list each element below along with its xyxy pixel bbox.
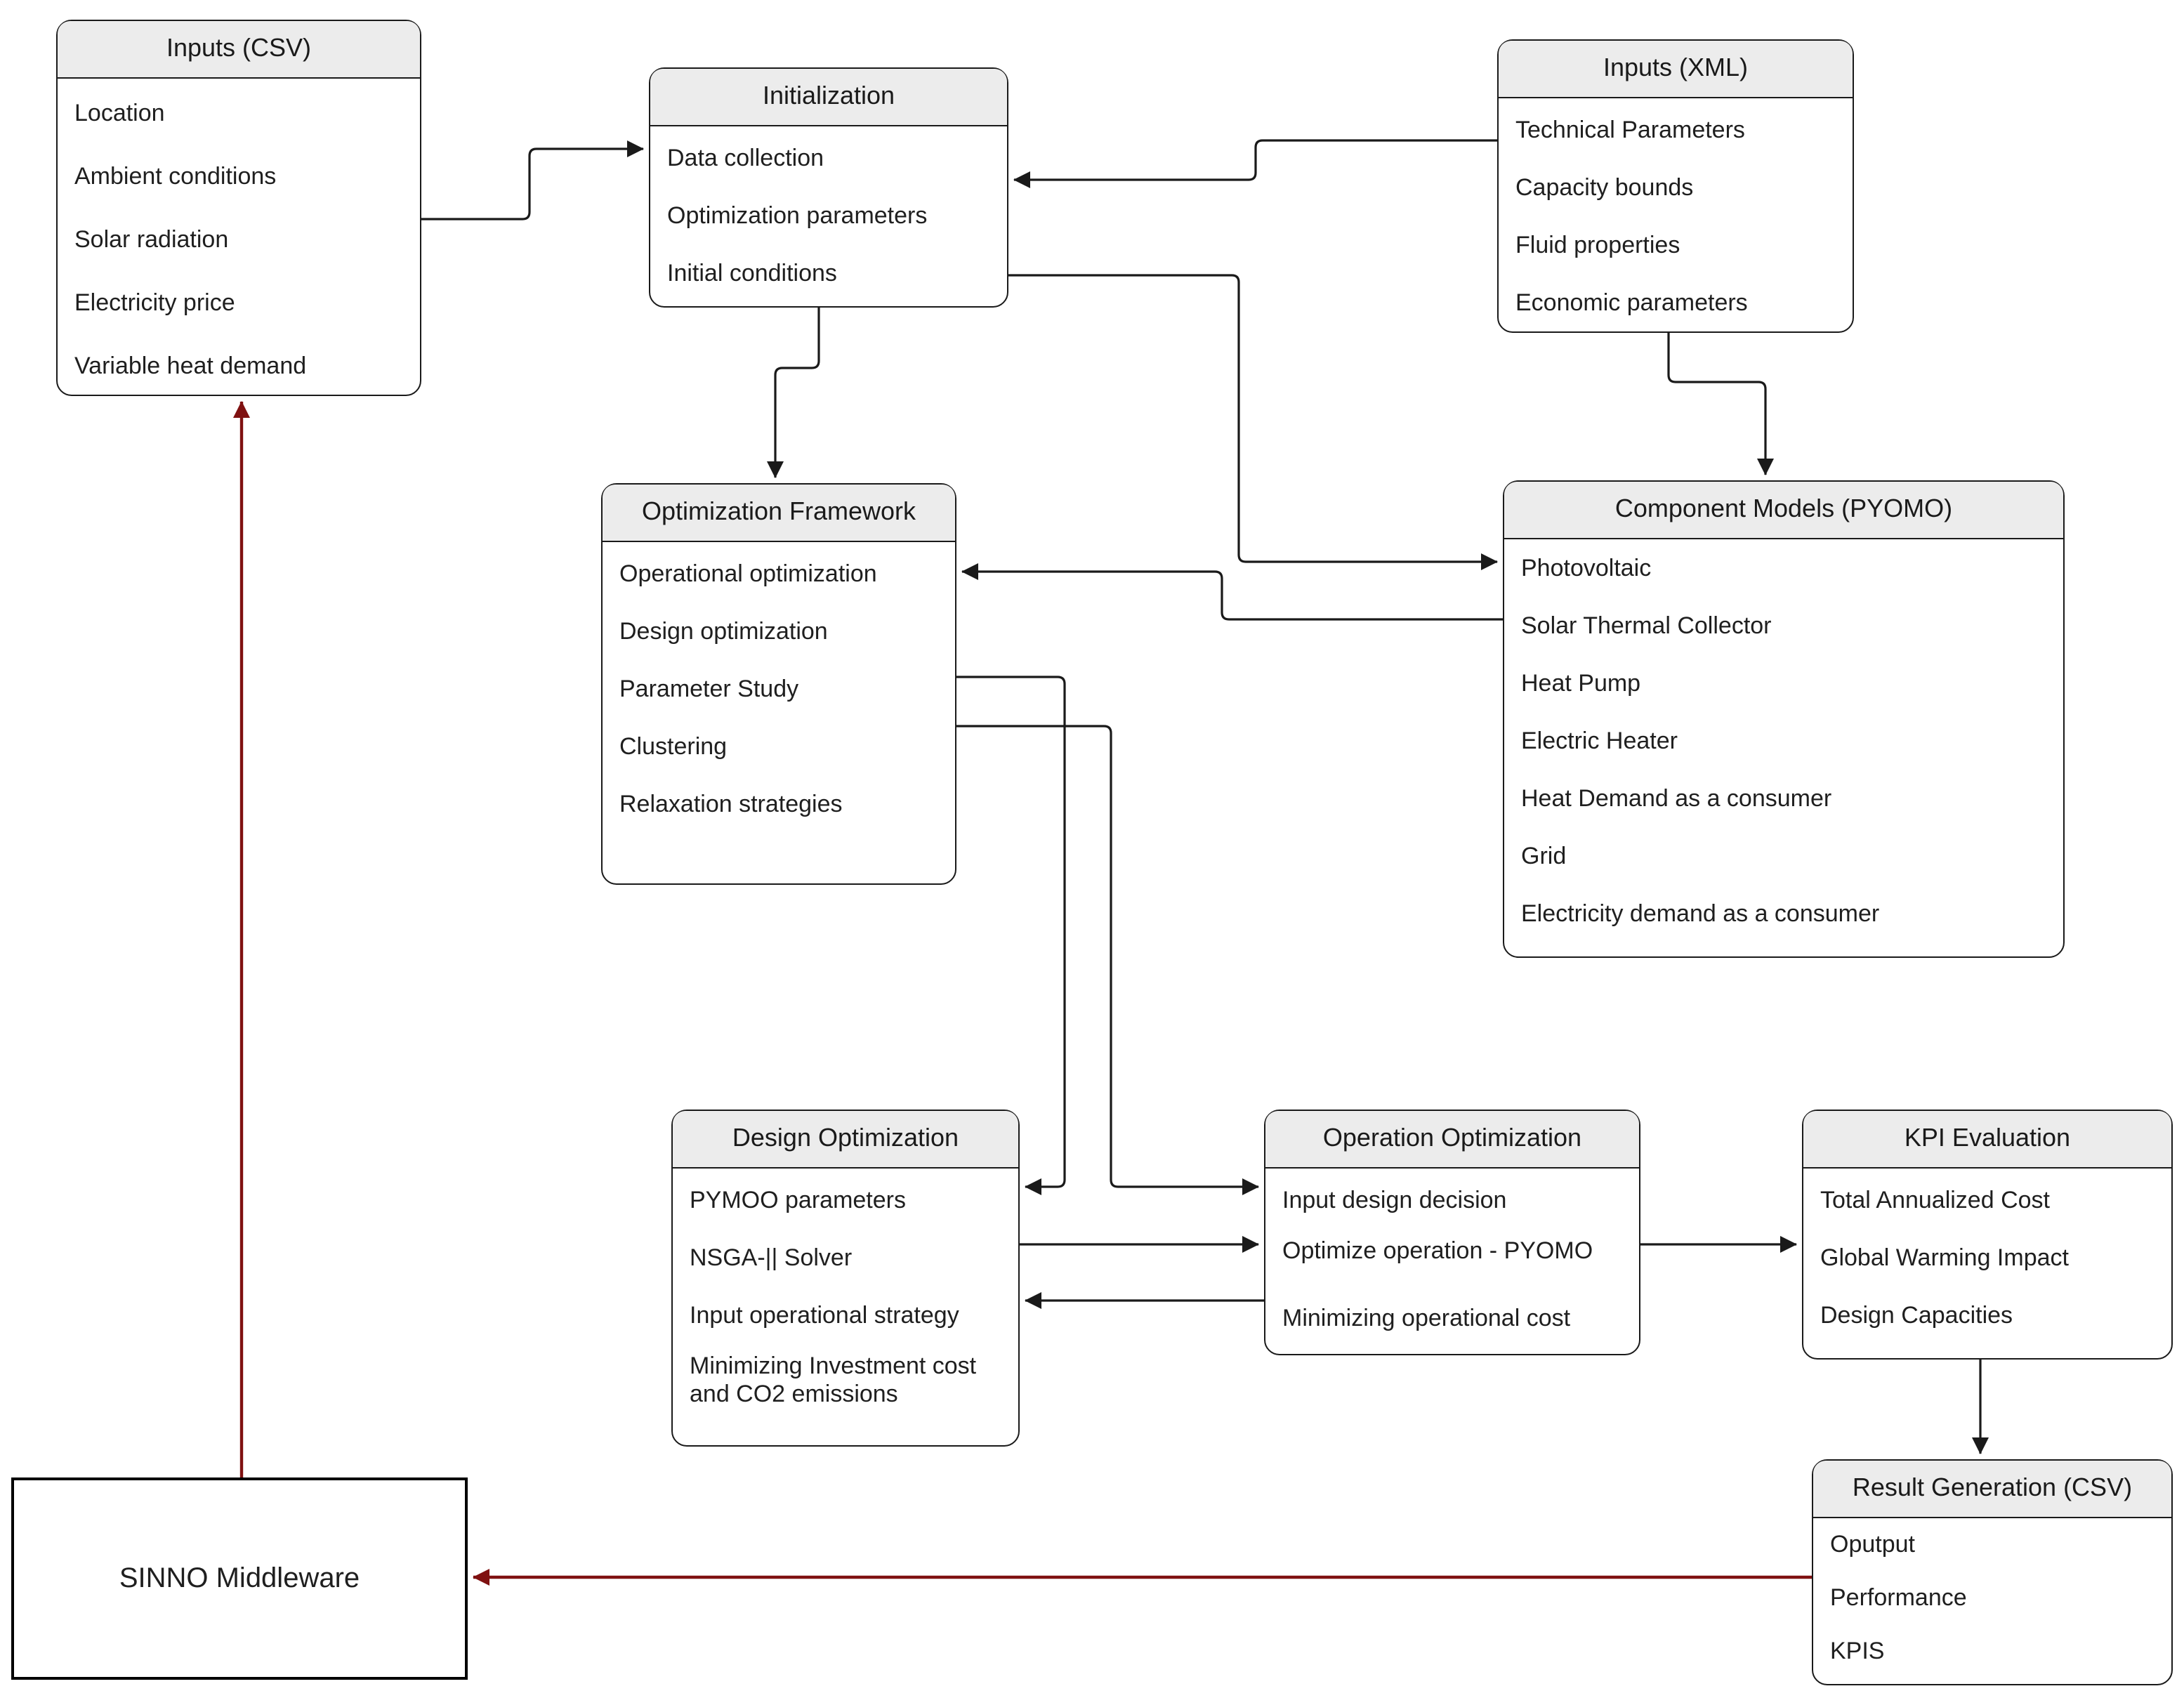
optimization-framework-title: Optimization Framework: [603, 485, 955, 542]
design-optimization-box: Design Optimization PYMOO parameters NSG…: [671, 1110, 1020, 1447]
sinno-middleware-box: SINNO Middleware: [11, 1477, 468, 1680]
list-item: Total Annualized Cost: [1820, 1186, 2050, 1213]
connector-component-models-to-optimization-framework: [961, 563, 1503, 621]
list-item: Technical Parameters: [1515, 116, 1745, 143]
connector-initialization-to-optimization-framework: [767, 308, 820, 478]
list-item: Location: [74, 99, 165, 126]
design-optimization-title: Design Optimization: [673, 1111, 1018, 1169]
kpi-evaluation-body: Total Annualized Cost Global Warming Imp…: [1803, 1169, 2171, 1344]
component-models-title: Component Models (PYOMO): [1504, 482, 2063, 539]
optimization-framework-body: Operational optimization Design optimiza…: [603, 542, 955, 833]
list-item: Global Warming Impact: [1820, 1244, 2069, 1270]
list-item: Performance: [1830, 1584, 1967, 1611]
list-item: Ambient conditions: [74, 162, 277, 189]
list-item: Operational optimization: [619, 560, 877, 586]
list-item: Photovoltaic: [1521, 554, 1652, 581]
kpi-evaluation-title: KPI Evaluation: [1803, 1111, 2171, 1169]
connector-xml-to-component-models: [1667, 333, 1774, 475]
optimization-framework-box: Optimization Framework Operational optim…: [601, 483, 956, 885]
list-item: Data collection: [667, 144, 824, 171]
list-item: Heat Pump: [1521, 669, 1641, 696]
list-item: Minimizing Investment cost and CO2 emiss…: [690, 1353, 977, 1407]
connector-framework-to-operation-optimization: [956, 725, 1259, 1195]
component-models-body: Photovoltaic Solar Thermal Collector Hea…: [1504, 539, 2063, 942]
result-generation-box: Result Generation (CSV) Oputput Performa…: [1812, 1459, 2173, 1685]
list-item: Minimizing operational cost: [1282, 1304, 1571, 1331]
result-generation-title: Result Generation (CSV): [1813, 1461, 2171, 1518]
list-item: Design optimization: [619, 617, 828, 644]
list-item: Oputput: [1830, 1531, 1915, 1558]
list-item: Economic parameters: [1515, 289, 1748, 315]
design-optimization-body: PYMOO parameters NSGA-|| Solver Input op…: [673, 1169, 1018, 1410]
list-item: Design Capacities: [1820, 1301, 2013, 1328]
operation-optimization-title: Operation Optimization: [1265, 1111, 1639, 1169]
inputs-csv-title: Inputs (CSV): [58, 21, 420, 79]
list-item: Solar Thermal Collector: [1521, 612, 1772, 638]
kpi-evaluation-box: KPI Evaluation Total Annualized Cost Glo…: [1802, 1110, 2173, 1360]
list-item: KPIS: [1830, 1638, 1885, 1664]
result-generation-body: Oputput Performance KPIS: [1813, 1518, 2171, 1678]
connector-csv-to-initialization: [421, 140, 644, 221]
list-item: Input operational strategy: [690, 1301, 959, 1328]
list-item: Parameter Study: [619, 675, 799, 702]
list-item: Electricity price: [74, 289, 235, 315]
initialization-title: Initialization: [650, 69, 1007, 126]
connector-framework-to-design-optimization: [956, 676, 1066, 1195]
list-item: Electricity demand as a consumer: [1521, 900, 1880, 926]
list-item: Optimization parameters: [667, 202, 928, 228]
list-item: Clustering: [619, 732, 728, 759]
connector-initialization-to-component-models: [1008, 274, 1498, 570]
list-item: Grid: [1521, 842, 1567, 869]
inputs-csv-box: Inputs (CSV) Location Ambient conditions…: [56, 20, 421, 396]
list-item: Heat Demand as a consumer: [1521, 784, 1832, 811]
list-item: Electric Heater: [1521, 727, 1678, 753]
list-item: Relaxation strategies: [619, 790, 843, 817]
list-item: Optimize operation - PYOMO: [1282, 1237, 1593, 1264]
list-item: Solar radiation: [74, 225, 229, 252]
inputs-xml-body: Technical Parameters Capacity bounds Flu…: [1499, 98, 1853, 331]
initialization-box: Initialization Data collection Optimizat…: [649, 67, 1008, 308]
component-models-box: Component Models (PYOMO) Photovoltaic So…: [1503, 480, 2065, 958]
list-item: Input design decision: [1282, 1186, 1507, 1213]
list-item: Initial conditions: [667, 259, 837, 286]
list-item: Fluid properties: [1515, 231, 1680, 258]
inputs-xml-title: Inputs (XML): [1499, 41, 1853, 98]
inputs-csv-body: Location Ambient conditions Solar radiat…: [58, 79, 420, 397]
list-item: Variable heat demand: [74, 352, 307, 379]
inputs-xml-box: Inputs (XML) Technical Parameters Capaci…: [1497, 39, 1854, 333]
list-item: PYMOO parameters: [690, 1186, 906, 1213]
operation-optimization-body: Input design decision Optimize operation…: [1265, 1169, 1639, 1347]
operation-optimization-box: Operation Optimization Input design deci…: [1264, 1110, 1640, 1355]
list-item: NSGA-|| Solver: [690, 1244, 853, 1270]
list-item: Capacity bounds: [1515, 173, 1694, 200]
initialization-body: Data collection Optimization parameters …: [650, 126, 1007, 302]
connector-xml-to-initialization: [1013, 139, 1497, 188]
